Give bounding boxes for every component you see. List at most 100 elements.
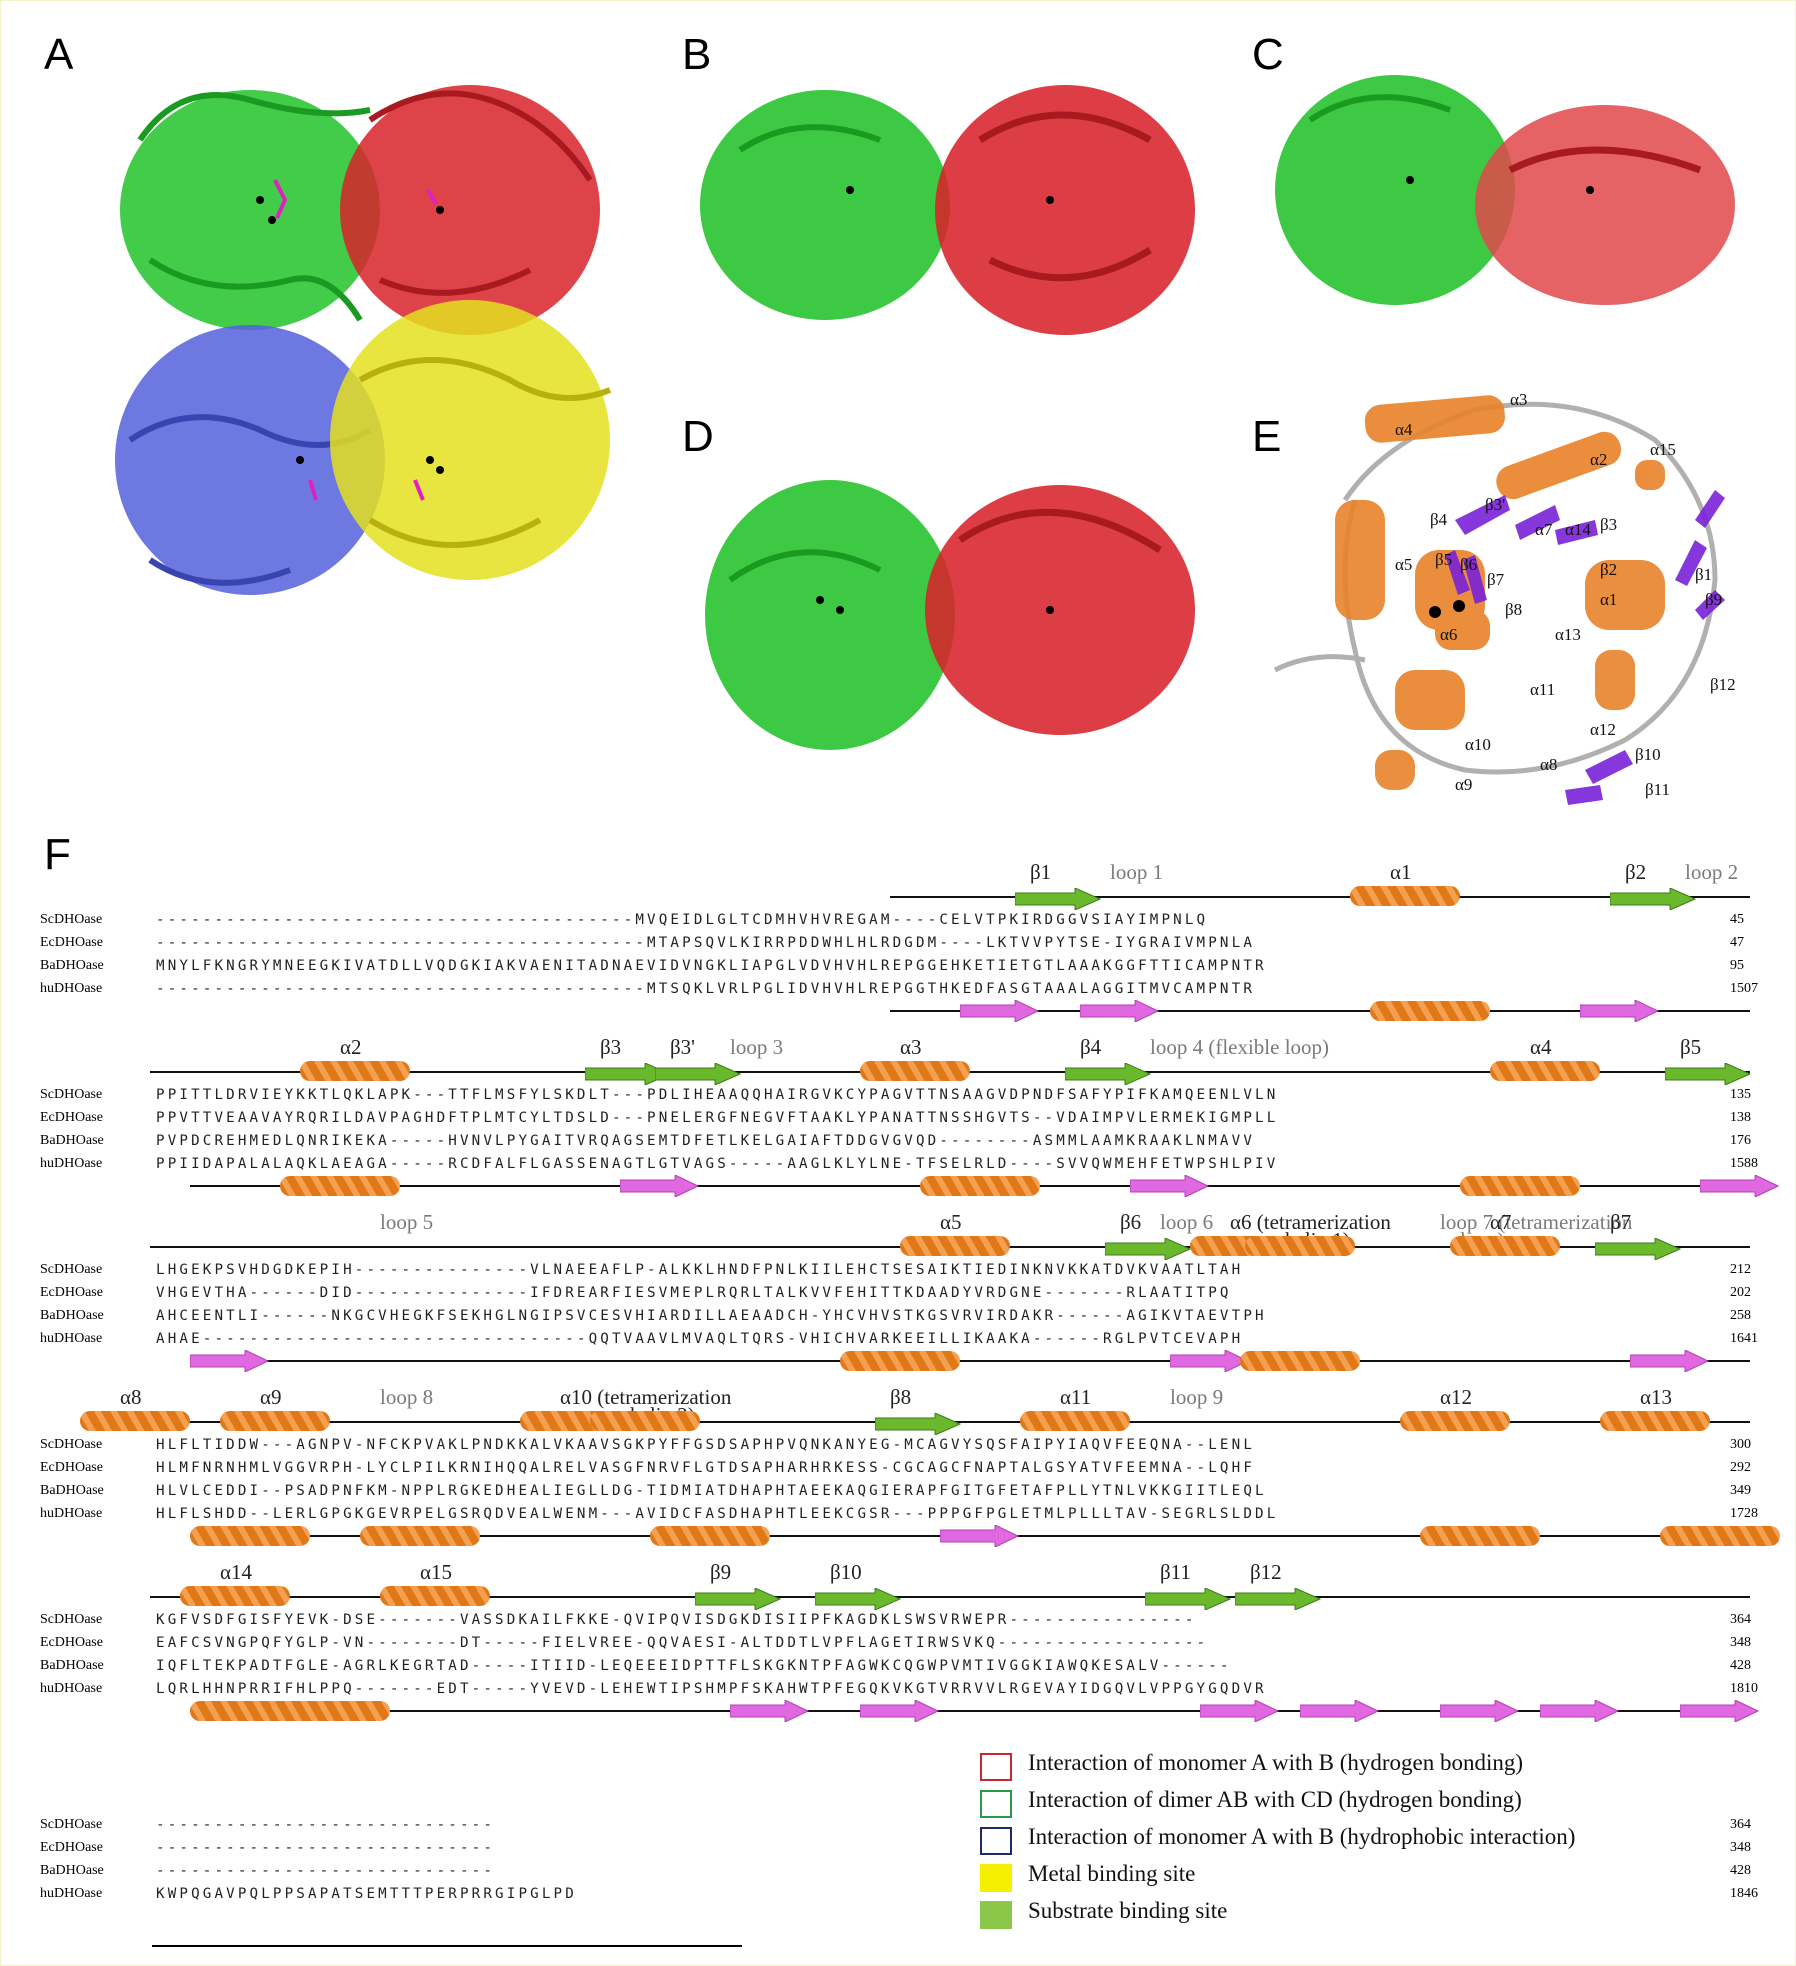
sequence-name: EcDHOase [40, 1460, 103, 1475]
chain-b-red [1475, 105, 1735, 305]
ss-label: loop 1 [1110, 860, 1164, 884]
helix-glyph [1245, 1236, 1355, 1256]
panel-e-label: α10 [1465, 735, 1491, 754]
sequence-name: ScDHOase [40, 1612, 103, 1627]
panel-e-label: α6 [1440, 625, 1458, 644]
helix-glyph-bottom [920, 1176, 1040, 1196]
strand-arrow-bottom [1129, 1174, 1210, 1201]
panel-e-label: β12 [1710, 675, 1736, 694]
panel-e-label: α5 [1395, 555, 1413, 574]
helix-glyph-bottom [1420, 1526, 1540, 1546]
helix-glyph [220, 1411, 330, 1431]
sequence-residues: VHGEVTHA------DID---------------IFDREARF… [156, 1285, 1232, 1301]
residue-number: 95 [1730, 958, 1744, 973]
ss-label: loop 2 [1685, 860, 1739, 884]
ligand-magenta [273, 179, 438, 501]
residue-number: 212 [1730, 1262, 1751, 1277]
sequence-name: ScDHOase [40, 1262, 103, 1277]
panel-a-tetramer [110, 60, 630, 640]
panel-b-dimer [680, 60, 1220, 350]
ss-label: β4 [1080, 1035, 1102, 1059]
residue-number: 428 [1730, 1658, 1751, 1673]
sequence-name: ScDHOase [40, 1437, 103, 1452]
sequence-residues: ----------------------------------------… [156, 912, 1209, 928]
sequence-name: ScDHOase [40, 912, 103, 927]
residue-number: 364 [1730, 1817, 1751, 1832]
sequence-name: BaDHOase [40, 1658, 104, 1673]
ss-label: loop 8 [380, 1385, 434, 1409]
sequence-name: huDHOase [40, 1506, 103, 1521]
panel-e-label: β10 [1635, 745, 1661, 764]
panel-d-dimer [690, 460, 1210, 760]
helix-glyph [80, 1411, 190, 1431]
alignment-row: BaDHOase IQFLTEKPADTFGLE-AGRLKEGRTAD-----… [40, 1658, 1760, 1680]
helix-glyph-bottom [1370, 1001, 1490, 1021]
sequence-residues: AHCEENTLI------NKGCVHEGKFSEKHGLNGIPSVCES… [156, 1308, 1267, 1324]
sequence-name: ScDHOase [40, 1087, 103, 1102]
strand-arrow-bottom [1579, 999, 1660, 1026]
helix-glyph [1400, 1411, 1510, 1431]
ss-label: α1 [1390, 860, 1412, 884]
helix-glyph [1450, 1236, 1560, 1256]
residue-number: 1728 [1730, 1506, 1758, 1521]
strand-arrow-bottom [1679, 1699, 1760, 1726]
alignment-row: EcDHOase-----------------------------348 [40, 1840, 1760, 1862]
chain-b-red [340, 85, 600, 335]
sequence-name: BaDHOase [40, 1483, 104, 1498]
helix-glyph-bottom [360, 1526, 480, 1546]
strand-arrow-bottom [939, 1524, 1020, 1551]
helix-glyph-bottom [270, 1701, 390, 1721]
panel-e-label: α4 [1395, 420, 1413, 439]
alignment-row: EcDHOase EAFCSVNGPQFYGLP-VN--------DT----… [40, 1635, 1760, 1657]
sequence-residues: IQFLTEKPADTFGLE-AGRLKEGRTAD-----ITIID-LE… [156, 1658, 1232, 1674]
panel-label-c: C [1252, 30, 1284, 79]
secondary-structure-bottom [890, 1010, 1750, 1012]
strands [1445, 490, 1725, 805]
sequence-name: BaDHOase [40, 1863, 104, 1878]
ss-label: β3 [600, 1035, 622, 1059]
strand-arrow-bottom [1699, 1174, 1780, 1201]
sequence-name: huDHOase [40, 981, 103, 996]
helix-glyph [300, 1061, 410, 1081]
residue-number: 300 [1730, 1437, 1751, 1452]
sequence-name: huDHOase [40, 1156, 103, 1171]
ss-label: β2 [1625, 860, 1647, 884]
sequence-residues: MNYLFKNGRYMNEEGKIVATDLLVQDGKIAKVAENITADN… [156, 958, 1267, 974]
residue-number: 138 [1730, 1110, 1751, 1125]
ss-label: β10 [830, 1560, 862, 1584]
panel-label-e: E [1252, 412, 1282, 461]
residue-number: 258 [1730, 1308, 1751, 1323]
ss-label: α13 [1640, 1385, 1673, 1409]
sequence-name: EcDHOase [40, 1635, 103, 1650]
ss-label: α9 [260, 1385, 282, 1409]
chain-a-green [700, 90, 950, 320]
helix-glyph [590, 1411, 700, 1431]
residue-number: 349 [1730, 1483, 1751, 1498]
sequence-name: ScDHOase [40, 1817, 103, 1832]
sequence-name: huDHOase [40, 1331, 103, 1346]
legend-item: Interaction of monomer A with B (hydroge… [980, 1750, 1760, 1784]
ss-label: loop 5 [380, 1210, 434, 1234]
alignment-row: ScDHOase --------------------------------… [40, 912, 1760, 934]
helix-glyph-bottom [650, 1526, 770, 1546]
sequence-residues: EAFCSVNGPQFYGLP-VN--------DT-----FIELVRE… [156, 1635, 1209, 1651]
panel-label-a: A [44, 30, 74, 79]
legend-swatch [980, 1753, 1012, 1781]
residue-number: 1810 [1730, 1681, 1758, 1696]
ss-label: α6 (tetramerization [1230, 1210, 1391, 1234]
sequence-residues: KGFVSDFGISFYEVK-DSE-------VASSDKAILFKKE-… [156, 1612, 1197, 1628]
ss-label: β12 [1250, 1560, 1282, 1584]
strand-arrow-bottom [959, 999, 1040, 1026]
